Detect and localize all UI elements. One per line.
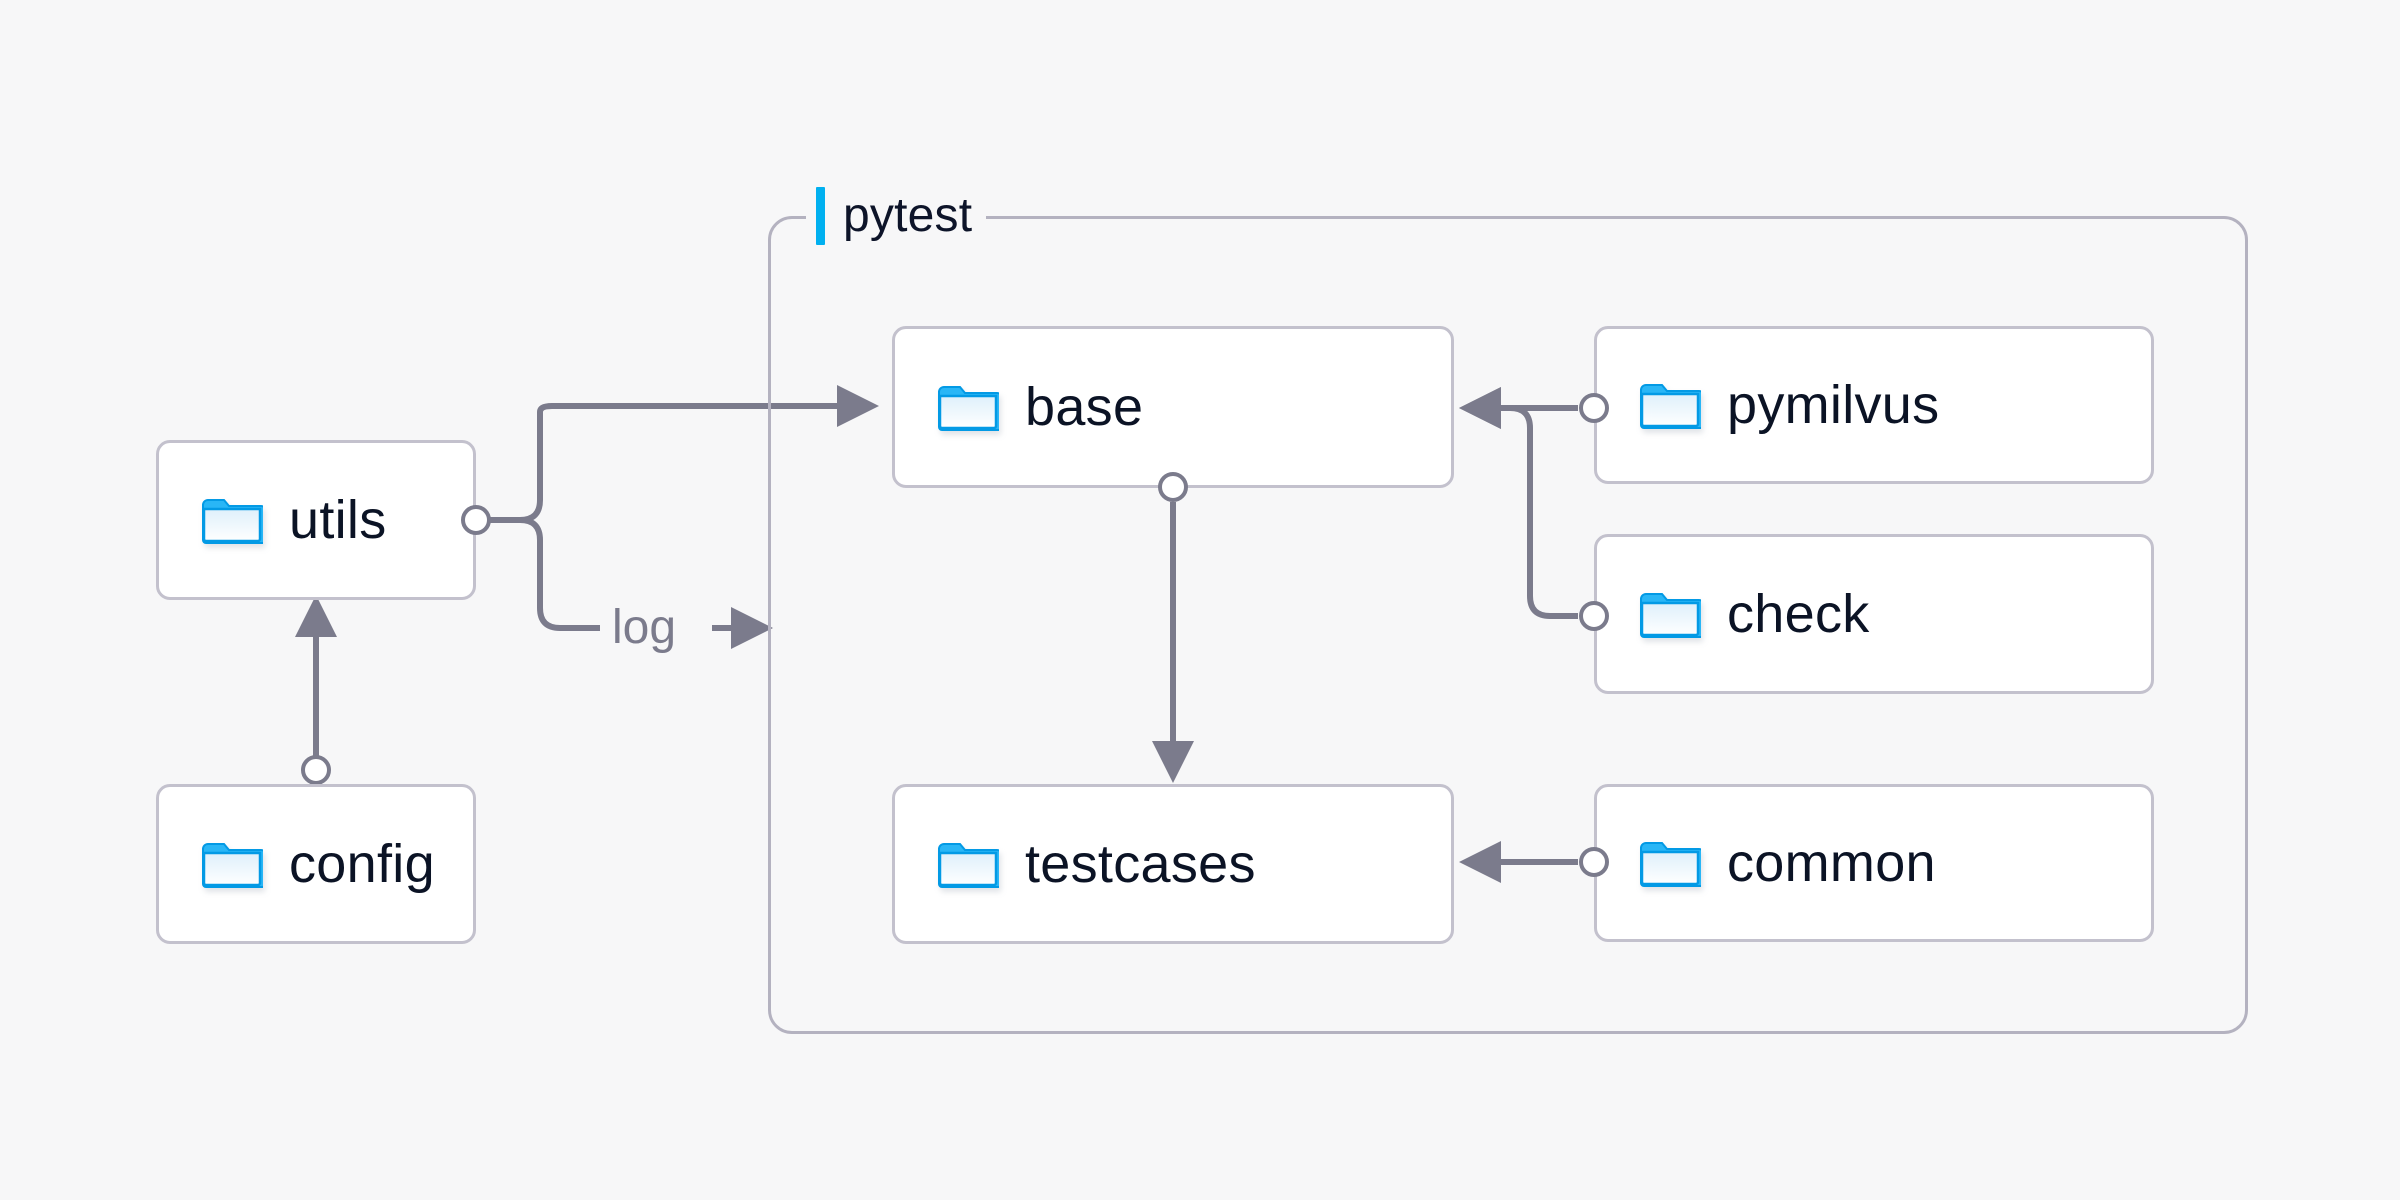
folder-icon	[938, 386, 999, 431]
folder-icon	[1640, 593, 1701, 638]
port-config-top[interactable]	[301, 755, 331, 785]
node-pymilvus-label: pymilvus	[1727, 375, 1940, 435]
folder-icon	[202, 843, 263, 888]
node-config[interactable]: config	[156, 784, 476, 944]
folder-icon	[1640, 842, 1701, 887]
node-testcases[interactable]: testcases	[892, 784, 1454, 944]
node-common[interactable]: common	[1594, 784, 2154, 942]
folder-icon	[938, 843, 999, 888]
edge-label-log: log	[600, 604, 689, 652]
node-config-label: config	[289, 834, 435, 894]
folder-icon	[202, 499, 263, 544]
port-pymilvus-left[interactable]	[1579, 393, 1609, 423]
folder-icon	[1640, 384, 1701, 429]
group-pytest[interactable]	[768, 216, 2248, 1034]
group-accent-bar	[816, 187, 825, 245]
node-utils[interactable]: utils	[156, 440, 476, 600]
port-utils-right[interactable]	[461, 505, 491, 535]
edge-utils-log	[490, 517, 600, 631]
node-check[interactable]: check	[1594, 534, 2154, 694]
node-utils-label: utils	[289, 490, 387, 550]
node-check-label: check	[1727, 584, 1870, 644]
port-base-bottom[interactable]	[1158, 472, 1188, 502]
node-base[interactable]: base	[892, 326, 1454, 488]
node-testcases-label: testcases	[1025, 834, 1256, 894]
node-common-label: common	[1727, 833, 1936, 893]
group-pytest-label-text: pytest	[843, 189, 973, 242]
node-pymilvus[interactable]: pymilvus	[1594, 326, 2154, 484]
node-base-label: base	[1025, 377, 1144, 437]
group-pytest-label: pytest	[806, 185, 987, 247]
port-check-left[interactable]	[1579, 601, 1609, 631]
port-common-left[interactable]	[1579, 847, 1609, 877]
